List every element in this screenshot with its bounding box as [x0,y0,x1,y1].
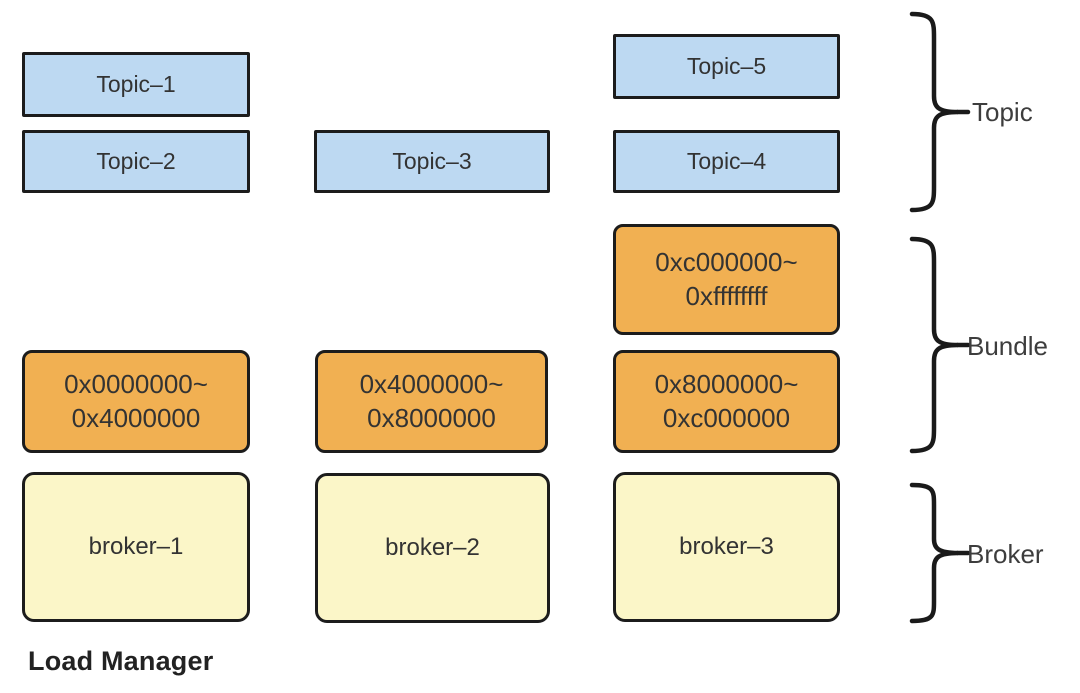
bundle-range-start: 0x4000000~ [359,369,504,400]
topic-2-box: Topic–2 [22,130,250,193]
bundle-range-end: 0x4000000 [71,402,201,433]
topic-5-label: Topic–5 [686,53,767,79]
bundle-0x8000000-box: 0x8000000~ 0xc000000 [613,350,840,453]
bundle-0x4000000-box: 0x4000000~ 0x8000000 [315,350,548,453]
bundle-range-start: 0x0000000~ [64,369,208,400]
broker-1-label: broker–1 [88,533,184,560]
topic-group-label: Topic [972,97,1033,127]
bundle-range: 0x0000000~ 0x4000000 [64,368,208,435]
topic-4-label: Topic–4 [686,148,767,174]
bundle-group-label: Bundle [967,331,1048,361]
broker-1-box: broker–1 [22,472,250,622]
topic-2-label: Topic–2 [96,148,176,174]
topic-1-label: Topic–1 [96,71,176,97]
broker-2-box: broker–2 [315,473,550,623]
bundle-range-end: 0x8000000 [367,402,496,433]
bundle-0xc000000-box: 0xc000000~ 0xffffffff [613,224,840,335]
bundle-range-end: 0xc000000 [662,402,791,433]
bundle-range: 0xc000000~ 0xffffffff [655,246,797,313]
topic-curly-brace-icon [909,11,971,213]
bundle-range: 0x4000000~ 0x8000000 [360,368,504,435]
load-manager-title: Load Manager [28,646,214,676]
topic-5-box: Topic–5 [613,34,840,99]
bundle-curly-brace-icon [909,236,971,454]
bundle-0x0000000-box: 0x0000000~ 0x4000000 [22,350,250,453]
bundle-range-end: 0xffffffff [685,280,768,311]
broker-2-label: broker–2 [385,534,480,561]
topic-3-label: Topic–3 [392,148,472,174]
broker-3-label: broker–3 [679,533,774,560]
broker-group-label: Broker [967,539,1044,569]
topic-4-box: Topic–4 [613,130,840,193]
broker-curly-brace-icon [909,482,971,624]
broker-3-box: broker–3 [613,472,840,622]
topic-1-box: Topic–1 [22,52,250,117]
bundle-range-start: 0xc000000~ [655,247,798,278]
bundle-range: 0x8000000~ 0xc000000 [655,368,799,435]
bundle-range-start: 0x8000000~ [654,369,799,400]
topic-3-box: Topic–3 [314,130,550,193]
